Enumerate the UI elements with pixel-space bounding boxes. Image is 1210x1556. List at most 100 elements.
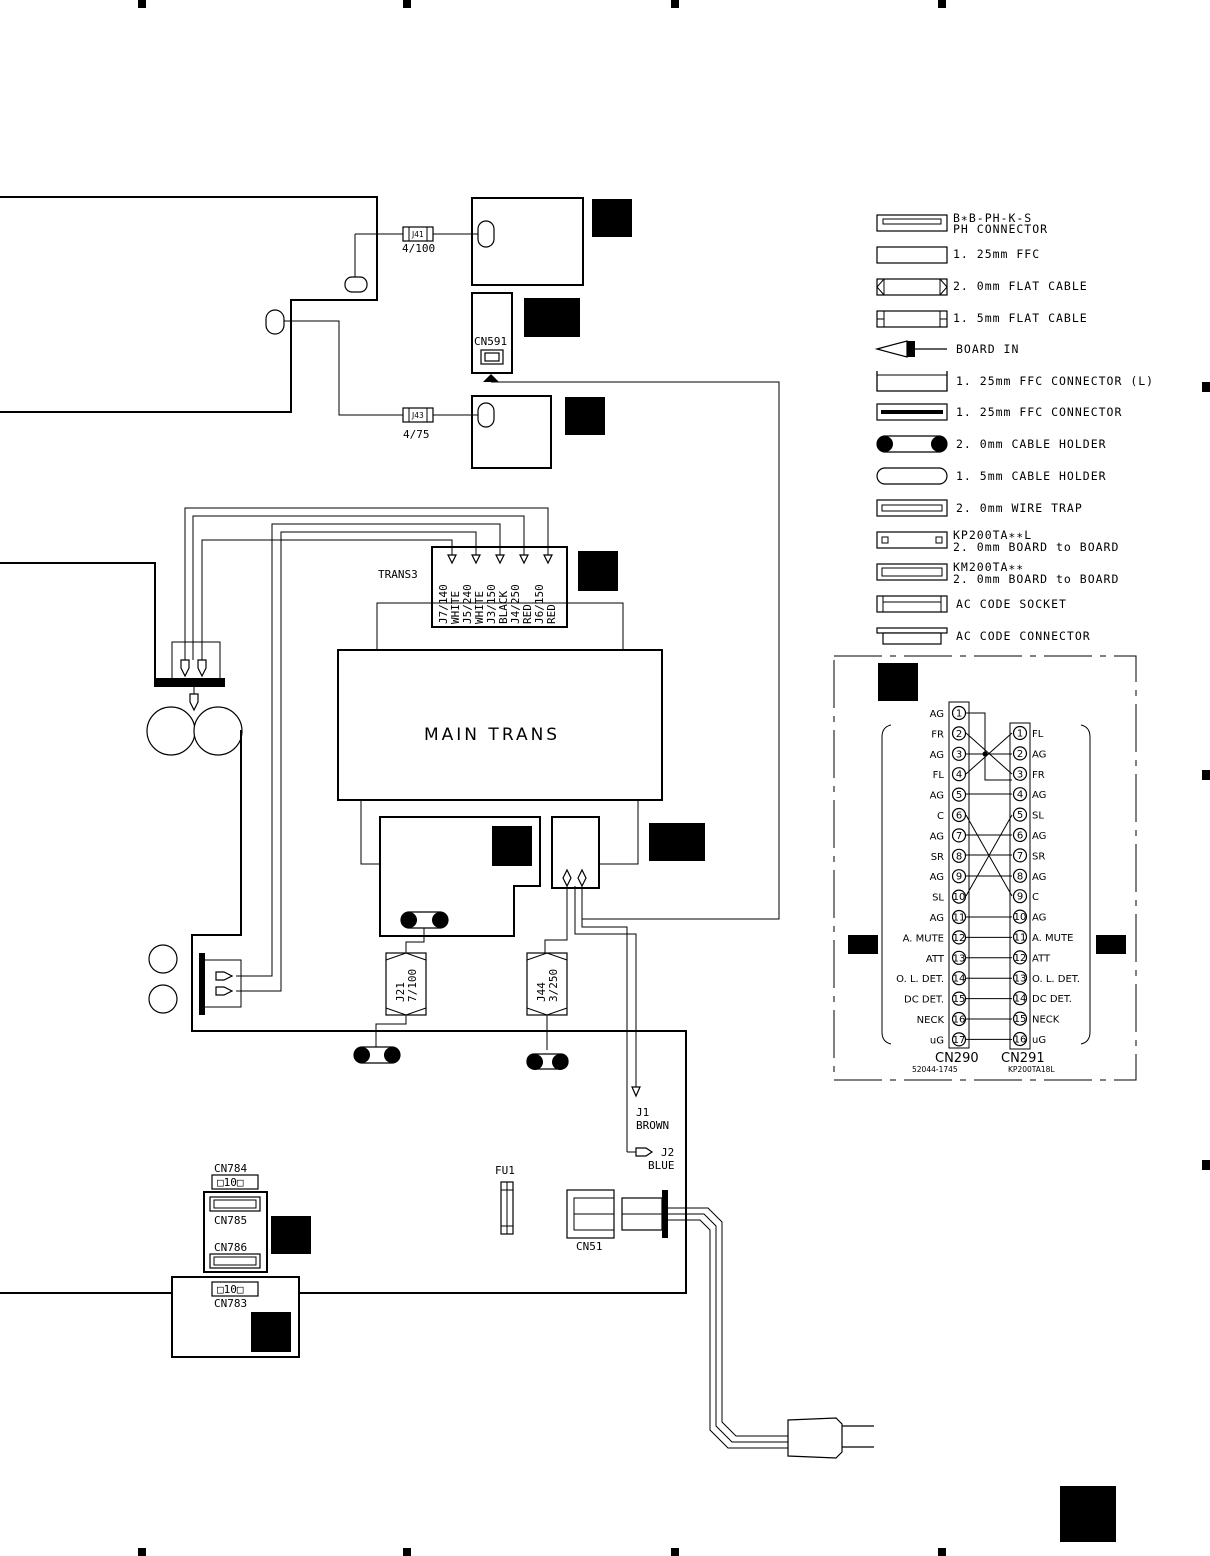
cn591-board (471, 292, 513, 374)
cn291-pin-number: 11 (1014, 933, 1027, 944)
svg-text:RED: RED (545, 604, 558, 624)
left-connector-tips (180, 659, 207, 678)
svg-text:KM200TA∗∗: KM200TA∗∗ (953, 560, 1024, 574)
board-in-bar (155, 678, 225, 686)
cn291-label: CN291 (1001, 1051, 1045, 1066)
svg-text:1. 25mm FFC CONNECTOR (L): 1. 25mm FFC CONNECTOR (L) (956, 374, 1154, 388)
svg-text:B∗B-PH-K-S: B∗B-PH-K-S (953, 211, 1032, 225)
board-marker (1096, 935, 1126, 954)
svg-text:1. 25mm FFC CONNECTOR: 1. 25mm FFC CONNECTOR (956, 405, 1122, 419)
cn291-pin-number: 15 (1014, 1014, 1027, 1025)
cn290-pin-number: 4 (956, 770, 962, 781)
svg-text:AC CODE CONNECTOR: AC CODE CONNECTOR (956, 629, 1091, 643)
cn291-pin-signal: O. L. DET. (1032, 974, 1080, 985)
svg-text:J5/240: J5/240 (461, 584, 474, 624)
flat-cable-2mm-icon (876, 278, 948, 296)
cn291-pin-number: 6 (1017, 831, 1023, 842)
ac-connector-icon (876, 627, 948, 645)
svg-text:WHITE: WHITE (473, 591, 486, 624)
svg-text:KP200TA∗∗L: KP200TA∗∗L (953, 528, 1032, 542)
svg-text:AC CODE SOCKET: AC CODE SOCKET (956, 597, 1067, 611)
svg-text:BOARD IN: BOARD IN (956, 342, 1019, 356)
board-marker (848, 935, 878, 954)
cn290-pin-number: 16 (953, 1015, 966, 1026)
cn290-pin-signal: AG (930, 913, 944, 924)
cn591-label: CN591 (474, 335, 507, 348)
cn290-pin-signal: AG (930, 831, 944, 842)
cn290-pin-signal: ATT (926, 954, 945, 965)
cn290-pin-number: 13 (953, 953, 966, 964)
cn290-pin-signal: FR (931, 729, 944, 740)
cn290-pin-signal: SR (931, 852, 944, 863)
svg-text:7/100: 7/100 (406, 969, 419, 1002)
cable-holder-1-5mm-icon (265, 309, 285, 335)
board-marker (649, 823, 705, 861)
cn291-pin-number: 10 (1014, 912, 1027, 923)
cn290-pin-number: 6 (956, 811, 962, 822)
cn290-pin-number: 9 (956, 872, 962, 883)
cable-holder-2mm-icon (353, 1046, 401, 1064)
svg-text:J44: J44 (535, 982, 548, 1002)
j2-color: BLUE (648, 1159, 675, 1172)
board-marker (492, 826, 532, 866)
cn291-pin-signal: FR (1032, 770, 1045, 781)
svg-text:J6/150: J6/150 (533, 584, 546, 624)
cn290-pin: 9AG (930, 869, 967, 884)
board-in-bar (199, 953, 205, 1015)
board-in-icon (874, 340, 947, 358)
main-trans-label: MAIN TRANS (424, 725, 560, 745)
cn783-label: CN783 (214, 1297, 247, 1310)
cn290-pin-number: 2 (956, 729, 962, 740)
cn290-pin-signal: O. L. DET. (896, 974, 944, 985)
ffc-connector-l-icon (876, 371, 948, 392)
cn290-pin-signal: C (937, 811, 944, 822)
svg-text:2. 0mm BOARD to BOARD: 2. 0mm BOARD to BOARD (953, 572, 1119, 586)
cn291-pin-signal: AG (1032, 831, 1046, 842)
upper-board-outline (0, 196, 378, 413)
cn291-part: KP200TA18L (1008, 1065, 1055, 1074)
ac-socket-icon (876, 595, 948, 613)
svg-text:BLACK: BLACK (497, 591, 510, 624)
page-marker (1060, 1486, 1116, 1542)
cn291-pin-number: 5 (1017, 810, 1023, 821)
cn290-pin-signal: NECK (917, 1015, 945, 1026)
ac-socket-icon (566, 1189, 615, 1239)
board-in-icon (189, 693, 199, 712)
board-d-wire-tips (562, 868, 587, 888)
board-marker (565, 397, 605, 435)
cn290-pin: 13 ATT (926, 950, 967, 965)
ac-plug-icon (787, 1417, 874, 1459)
cn290-pin-number: 5 (956, 790, 962, 801)
round-part (148, 944, 178, 974)
cn291-pin-signal: uG (1032, 1035, 1046, 1046)
fu1-label: FU1 (495, 1164, 515, 1177)
cn290-pin-signal: AG (930, 709, 944, 720)
cn290-pin-signal: AG (930, 750, 944, 761)
board-marker (878, 663, 918, 701)
cable-holder-1-5mm-icon (876, 467, 948, 485)
svg-text:PH CONNECTOR: PH CONNECTOR (953, 222, 1048, 236)
cn290-pin-number: 3 (956, 749, 962, 760)
wire-trap-icon (876, 499, 948, 517)
svg-text:1. 5mm FLAT CABLE: 1. 5mm FLAT CABLE (953, 311, 1088, 325)
svg-text:3/250: 3/250 (547, 969, 560, 1002)
cn290-label: CN290 (935, 1051, 979, 1066)
cn291-pin-number: 9 (1017, 892, 1023, 903)
fuse-icon (500, 1181, 514, 1235)
cn290-pin-signal: DC DET. (904, 995, 944, 1006)
ac-connector-icon (621, 1190, 668, 1238)
round-part (146, 706, 196, 756)
ffc-connector-icon (876, 403, 948, 421)
svg-text:RED: RED (521, 604, 534, 624)
